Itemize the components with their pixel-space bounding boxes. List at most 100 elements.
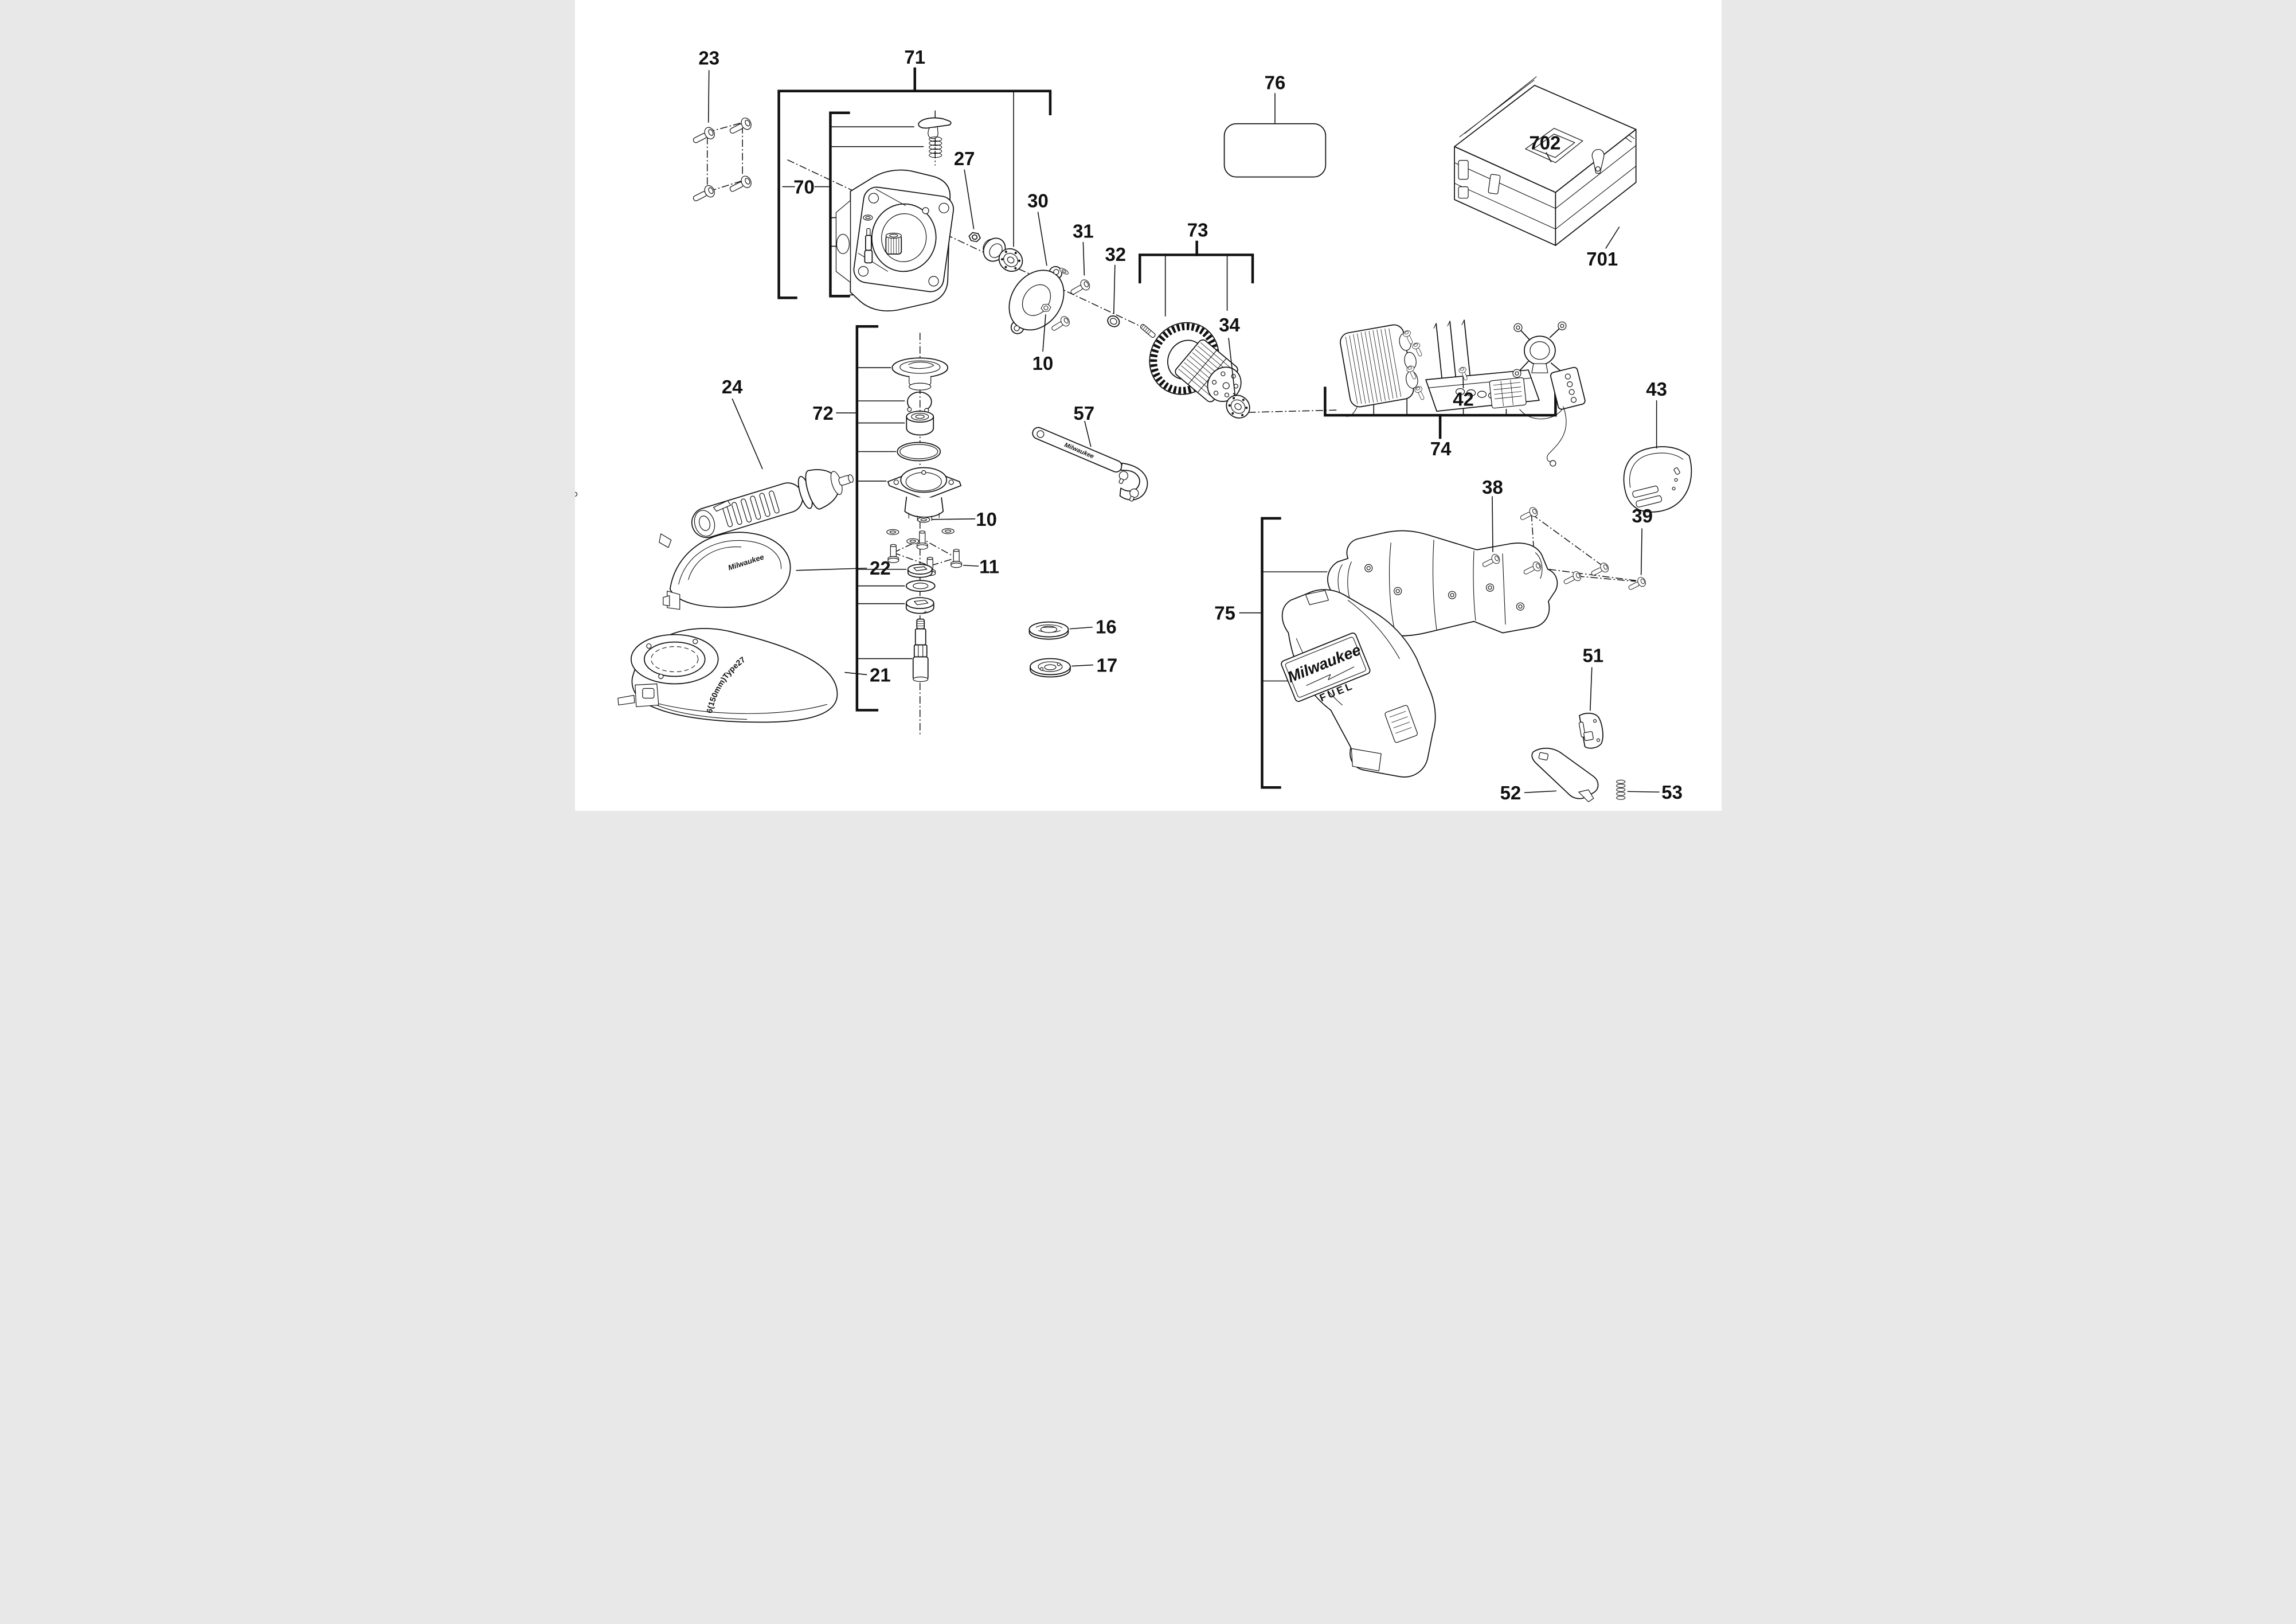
group-shaftline-parts (967, 231, 1120, 334)
gearcase-corner-hole (858, 266, 869, 277)
part-27-nut (967, 231, 981, 243)
label-43: 43 (1646, 378, 1667, 400)
leader-702 (1545, 152, 1552, 163)
part-spindle-bearing (905, 411, 934, 436)
gearcase-corner-hole (868, 193, 879, 204)
bracket-70-ticks (830, 126, 924, 247)
gearcase-corner-hole (928, 276, 939, 287)
part-43-cover (1623, 446, 1692, 513)
handle-logo-patch (713, 500, 731, 512)
screws-23-guides (706, 123, 743, 192)
leader-27 (963, 169, 974, 229)
leader-34 (1227, 338, 1235, 397)
label-70: 70 (793, 177, 815, 198)
label-30: 30 (1027, 190, 1049, 212)
part-washer-10 (906, 538, 919, 544)
leader-24 (731, 398, 763, 470)
part-number-labels: 23 71 70 27 30 31 32 73 34 10 76 702 701… (698, 46, 1683, 803)
label-702: 702 (1529, 132, 1560, 154)
leader-16 (1069, 626, 1093, 630)
bracket-74-risers (1372, 393, 1507, 415)
brush-pins (1435, 319, 1470, 379)
part-small-oring (862, 214, 873, 221)
gearcase-ribs (858, 189, 906, 272)
group-72-column (574, 357, 962, 682)
leader-23 (707, 70, 710, 123)
bracket-72-ticks (856, 367, 912, 659)
label-72: 72 (812, 403, 834, 424)
screws-39-guides (1531, 513, 1637, 582)
label-23: 23 (698, 47, 719, 68)
part-53-spring (1616, 779, 1625, 800)
leader-57 (1084, 420, 1092, 447)
part-23-screw (690, 184, 717, 205)
part-39-screw (1626, 575, 1648, 593)
label-21: 21 (870, 665, 891, 686)
label-10a: 10 (1032, 353, 1053, 374)
label-57: 57 (1073, 403, 1094, 424)
main-centerline (787, 159, 1147, 330)
housing-top-button (1305, 590, 1329, 606)
part-11-screw (950, 549, 962, 568)
part-flange-cover (891, 357, 948, 391)
leader-51 (1589, 667, 1593, 711)
label-31: 31 (1073, 220, 1094, 241)
part-701-case (1453, 76, 1637, 246)
label-34: 34 (1219, 314, 1240, 335)
part-22-guard: Milwaukee (658, 532, 791, 610)
bracket-73 (1138, 253, 1254, 284)
leader-10b (931, 518, 975, 520)
label-76: 76 (1264, 72, 1285, 93)
part-bearing-front (998, 248, 1023, 272)
leader-10a (1042, 314, 1046, 352)
part-73-armature (1140, 322, 1250, 419)
leader-31 (1082, 241, 1085, 276)
exploded-parts-diagram: Milwaukee (574, 0, 1722, 811)
label-75: 75 (1214, 603, 1235, 624)
part-31-screw (1067, 278, 1092, 298)
part-75-housing-front: Milwaukee FUEL (1280, 589, 1436, 778)
part-16-flange (1028, 621, 1069, 640)
gearcase-pin-hole (921, 207, 929, 214)
label-52: 52 (1500, 782, 1521, 803)
bracket-70 (828, 111, 850, 298)
label-10b: 10 (976, 509, 997, 530)
label-42: 42 (1453, 389, 1474, 410)
label-22: 22 (870, 557, 891, 579)
brush-card (1489, 377, 1527, 409)
bracket-72 (855, 325, 878, 712)
leader-32 (1113, 264, 1116, 314)
part-57-wrench: Milwaukee (1031, 427, 1148, 502)
part-lockspring (928, 136, 942, 158)
spider-bracket (1512, 321, 1568, 378)
part-thick-washer (907, 564, 933, 578)
part-70-items (862, 117, 951, 264)
label-71: 71 (904, 46, 925, 68)
armature-shaft-tip (1140, 323, 1156, 338)
gearcase-side-hole (836, 233, 850, 255)
motor-centerline (1248, 409, 1336, 413)
label-16: 16 (1096, 616, 1117, 638)
label-27: 27 (953, 148, 975, 169)
label-11: 11 (979, 556, 999, 577)
wire-terminal (1549, 460, 1556, 467)
leader-53 (1627, 791, 1660, 793)
leader-17 (1071, 664, 1093, 667)
part-23-screw (727, 174, 753, 196)
parts-diagram-page: Milwaukee (574, 0, 1722, 811)
part-75-housing-rear (1327, 530, 1558, 637)
part-76-label-blank (1223, 123, 1326, 178)
case-side (1554, 128, 1637, 246)
leader-lines (707, 70, 1660, 794)
leader-11 (963, 564, 979, 567)
leader-22 (795, 567, 867, 571)
battery-rail (1351, 748, 1382, 771)
label-701: 701 (1586, 248, 1618, 270)
stator-screw (1413, 385, 1427, 401)
leader-30 (1037, 212, 1047, 266)
label-39: 39 (1632, 505, 1653, 526)
bracket-71 (777, 89, 1051, 299)
part-washer-10 (886, 529, 899, 535)
label-51: 51 (1582, 645, 1603, 666)
leader-21 (844, 672, 867, 676)
